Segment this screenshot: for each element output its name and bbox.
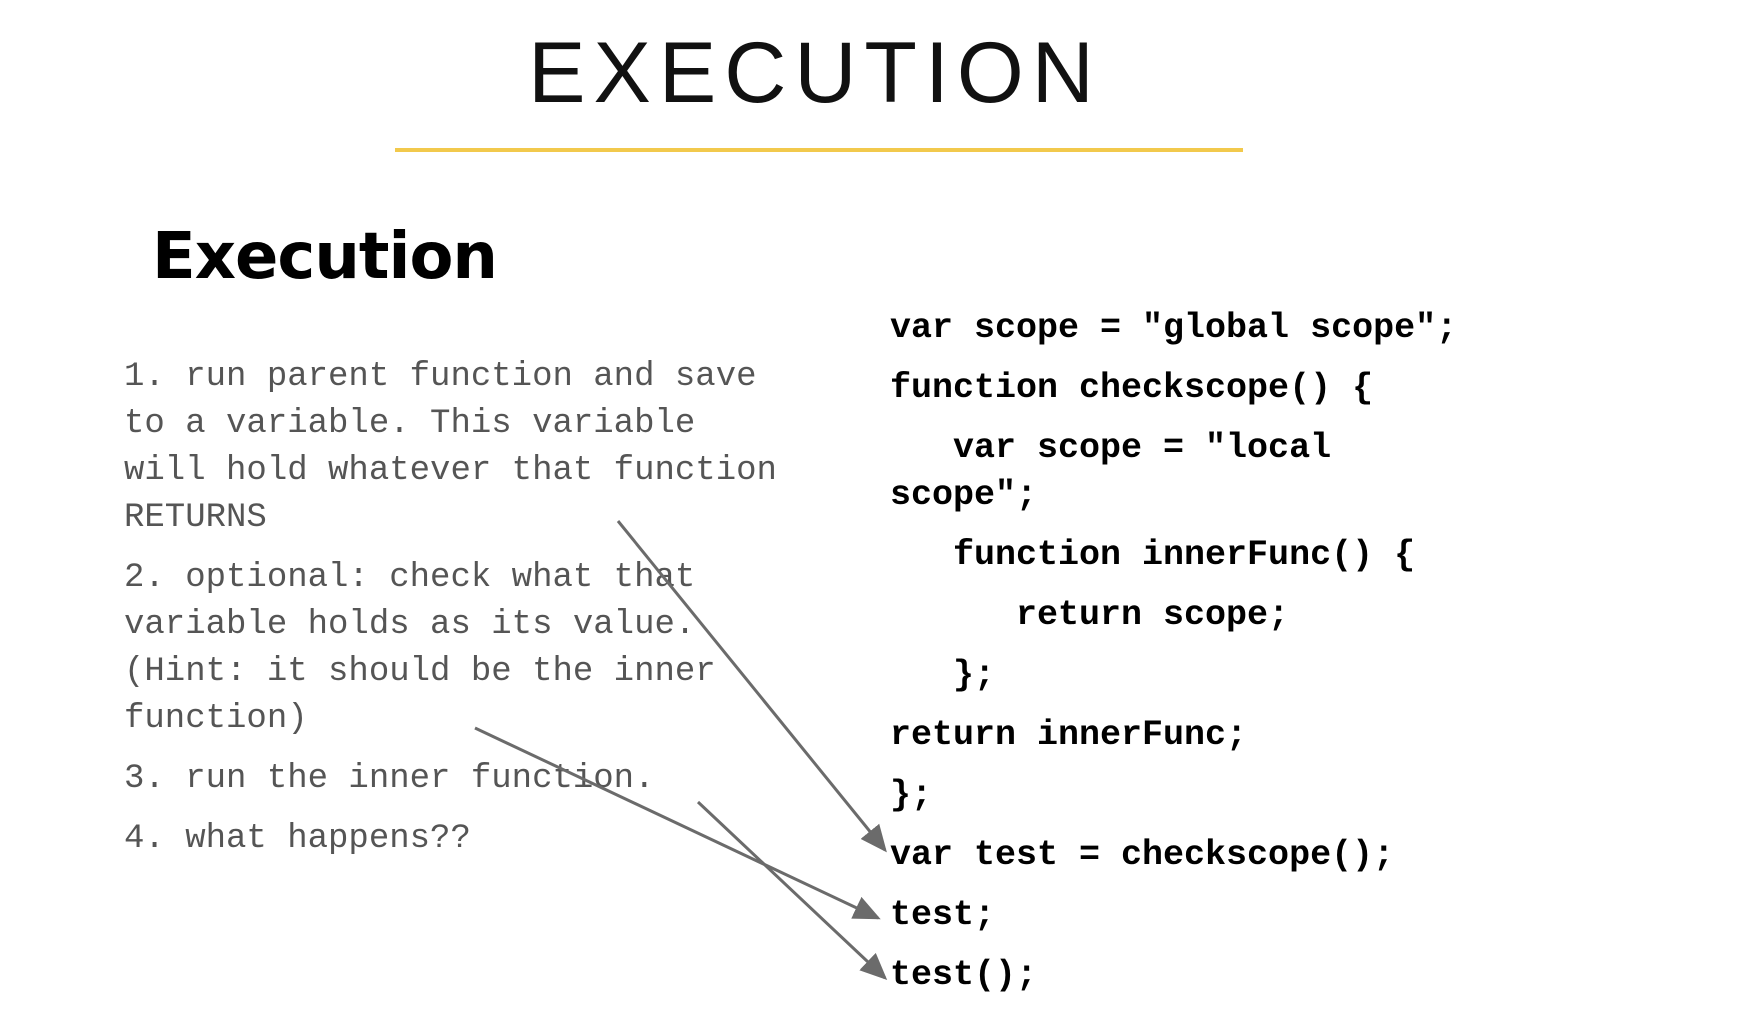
code-line-12: test();	[890, 955, 1038, 995]
code-line-5: function innerFunc() {	[890, 535, 1416, 575]
code-line-3: var scope = "local	[890, 428, 1332, 468]
code-line-7: };	[890, 655, 996, 695]
code-line-2: function checkscope() {	[890, 368, 1374, 408]
title-underline	[395, 148, 1243, 152]
slide-title: EXECUTION	[528, 25, 1102, 121]
code-line-4: scope";	[890, 475, 1038, 515]
code-line-8: return innerFunc;	[890, 715, 1248, 755]
step-3: 3. run the inner function.	[124, 760, 655, 798]
code-line-9: };	[890, 775, 933, 815]
code-line-6: return scope;	[890, 595, 1290, 635]
step-4: 4. what happens??	[124, 820, 471, 858]
code-line-10: var test = checkscope();	[890, 835, 1395, 875]
code-line-1: var scope = "global scope";	[890, 308, 1458, 348]
code-line-11: test;	[890, 895, 996, 935]
steps-list: 1. run parent function and save to a var…	[124, 354, 784, 876]
section-heading: Execution	[152, 220, 498, 294]
step-1: 1. run parent function and save to a var…	[124, 358, 798, 537]
step-2: 2. optional: check what that variable ho…	[124, 559, 737, 738]
